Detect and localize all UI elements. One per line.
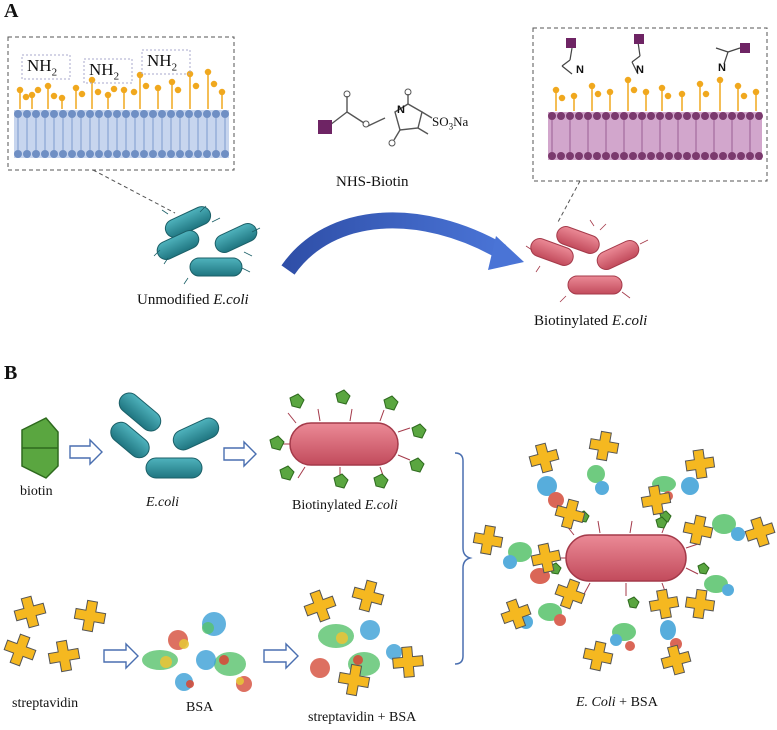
nitrogen-label: N: [397, 104, 405, 116]
open-arrow: [103, 642, 139, 670]
reagent-label: NHS-Biotin: [336, 174, 409, 190]
oxygen-atom: [388, 139, 396, 147]
streptavidin-icons: [3, 595, 107, 673]
oxygen-atom: [362, 120, 370, 128]
nitrogen-label: N: [576, 64, 584, 76]
ecoli-bsa-label: E. Coli + BSA: [576, 695, 658, 710]
amine-label: NH2: [147, 51, 178, 74]
biotinylated-ecoli-b: [269, 389, 427, 489]
unmodified-ecoli-label: Unmodified E.coli: [137, 292, 249, 308]
panel-label-a: A: [4, 0, 19, 22]
ecoli-cluster-b: [110, 392, 220, 479]
streptavidin-bsa-cluster: [303, 579, 424, 697]
unmodified-membrane-box: [7, 36, 235, 171]
biotin-square: [318, 120, 332, 134]
biotinylated-membrane-box: [532, 27, 768, 182]
biotin-label: biotin: [20, 484, 53, 499]
open-arrow: [69, 438, 103, 466]
final-assembly: [472, 430, 776, 676]
sulfonate-label: SO3Na: [432, 114, 469, 132]
callout-line-left: [92, 169, 176, 214]
amine-label: NH2: [89, 60, 120, 83]
amine-label: NH2: [27, 56, 58, 79]
oxygen-atom: [404, 88, 412, 96]
nhs-biotin-structure: [329, 94, 433, 141]
grouping-bracket: [454, 452, 473, 665]
nitrogen-label: N: [718, 62, 726, 74]
streptavidin-bsa-label: streptavidin + BSA: [308, 710, 417, 725]
biotinylated-ecoli-label-a: Biotinylated E.coli: [534, 313, 648, 329]
panel-label-b: B: [4, 362, 18, 384]
nitrogen-label: N: [636, 64, 644, 76]
oxygen-atom: [343, 90, 351, 98]
callout-line-right: [557, 180, 581, 223]
ecoli-label: E.coli: [146, 495, 180, 510]
biotinylated-ecoli-cluster: [525, 219, 649, 303]
bsa-label: BSA: [186, 700, 214, 715]
streptavidin-label: streptavidin: [12, 696, 79, 711]
biotinylated-ecoli-label-b: Biotinylated E.coli: [292, 498, 398, 513]
biotin-icon: [21, 417, 59, 479]
reaction-arrow: [281, 212, 506, 275]
bsa-protein-cluster: [142, 612, 252, 692]
reaction-arrow-head: [488, 236, 524, 270]
open-arrow: [263, 642, 299, 670]
unmodified-ecoli-cluster: [153, 205, 261, 285]
open-arrow: [223, 440, 257, 468]
